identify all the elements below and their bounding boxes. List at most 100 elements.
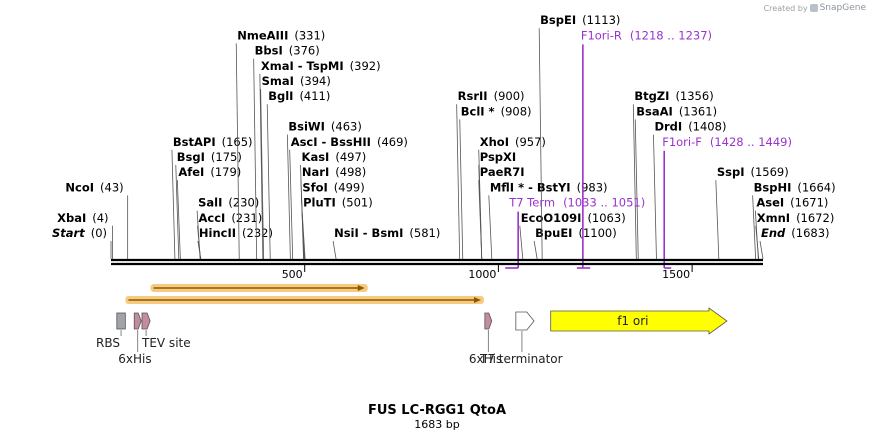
- site-btgzi[interactable]: BtgZI (1356): [632, 89, 714, 260]
- site-bpuei[interactable]: BpuEI (1100): [533, 226, 617, 260]
- site-label: PaeR7I: [480, 165, 525, 179]
- map-subtitle: 1683 bp: [414, 418, 459, 431]
- site-hincii[interactable]: HincII(232): [197, 226, 273, 260]
- primer-annotations: T7 Term(1033 .. 1051)F1ori-R(1218 .. 123…: [505, 28, 792, 269]
- site-paer7i[interactable]: PaeR7I: [478, 165, 525, 260]
- site-start[interactable]: Start(0): [52, 226, 112, 259]
- site-bsiwi[interactable]: BsiWI(463): [286, 120, 362, 260]
- site-drdi[interactable]: DrdI(1408): [653, 120, 726, 260]
- site-bsgi[interactable]: BsgI (175): [175, 150, 242, 260]
- site-asci-bsshii[interactable]: AscI - BssHII(469): [289, 135, 408, 260]
- orf-arrowhead: [473, 297, 481, 303]
- site-nari[interactable]: NarI(498): [300, 165, 366, 260]
- site-position: (232): [242, 226, 273, 240]
- site-sali[interactable]: SalI(230): [196, 196, 259, 260]
- site-position: (1356): [675, 89, 713, 103]
- site-label: PspXI: [480, 150, 516, 164]
- site-xbai[interactable]: XbaI(4): [57, 211, 113, 259]
- site-position: (1063): [587, 211, 625, 225]
- site-position: (501): [342, 196, 373, 210]
- site-name: NsiI - BsmI: [334, 226, 403, 240]
- site-name: SmaI: [262, 74, 294, 88]
- feature-label: RBS: [96, 336, 120, 350]
- site-position: (1672): [796, 211, 834, 225]
- feature-6xhis[interactable]: 6xHis: [469, 312, 502, 366]
- site-bsphi[interactable]: BspHI(1664): [752, 180, 836, 260]
- feature-f1-ori[interactable]: f1 ori: [550, 307, 728, 335]
- feature-label: f1 ori: [617, 314, 648, 328]
- site-name: AfeI: [178, 165, 204, 179]
- site-position: (498): [335, 165, 366, 179]
- site-position: (4): [92, 211, 108, 225]
- feature-t7-terminator[interactable]: T7 terminator: [479, 311, 563, 366]
- site-nmeaiii[interactable]: NmeAIII(331): [235, 28, 325, 260]
- site-sspi[interactable]: SspI(1569): [715, 165, 789, 260]
- site-label: NarI(498): [302, 165, 366, 179]
- site-end[interactable]: End(1683): [759, 226, 830, 260]
- site-name: BspEI: [540, 13, 576, 27]
- feature-rbs[interactable]: RBS: [96, 312, 126, 350]
- site-position: (43): [100, 180, 124, 194]
- site-mfli-bstyi[interactable]: MflI * - BstYI(983): [488, 180, 608, 260]
- site-position: (331): [294, 28, 325, 42]
- site-name: RsrII: [458, 89, 488, 103]
- primer-f1ori-r[interactable]: F1ori-R(1218 .. 1237): [576, 28, 712, 269]
- site-leader: [653, 134, 657, 260]
- orf-arrow[interactable]: [150, 284, 368, 292]
- site-name: BtgZI: [634, 89, 669, 103]
- site-position: (175): [211, 150, 242, 164]
- site-label: AccI(231): [198, 211, 262, 225]
- site-leader: [289, 149, 294, 260]
- site-pluti[interactable]: PluTI(501): [301, 196, 373, 260]
- site-leader: [752, 195, 757, 260]
- site-nsii-bsmi[interactable]: NsiI - BsmI(581): [332, 226, 440, 260]
- site-sfoi[interactable]: SfoI(499): [300, 180, 365, 260]
- site-rsrii[interactable]: RsrII(900): [456, 89, 525, 260]
- site-xmni[interactable]: XmnI(1672): [755, 211, 835, 260]
- site-name: DrdI: [654, 120, 682, 134]
- site-label: SmaI(394): [262, 74, 331, 88]
- primer-t7-term[interactable]: T7 Term(1033 .. 1051): [505, 196, 645, 269]
- primer-f1ori-f[interactable]: F1ori-F(1428 .. 1449): [662, 135, 792, 269]
- site-name: AseI: [756, 196, 784, 210]
- site-name: BpuEI: [535, 226, 572, 240]
- site-label: PluTI(501): [303, 196, 373, 210]
- site-leader: [533, 240, 538, 260]
- feature-tev-site[interactable]: TEV site: [141, 312, 191, 350]
- site-bcli[interactable]: BclI *(908): [459, 104, 532, 260]
- site-name: MflI * - BstYI: [490, 180, 571, 194]
- site-afei[interactable]: AfeI(179): [176, 165, 241, 260]
- credit-brand: SnapGene: [819, 3, 866, 13]
- site-label: XmaI - TspMI(392): [261, 59, 381, 73]
- feature-6xhis[interactable]: 6xHis: [118, 312, 152, 366]
- site-ecoo109i[interactable]: EcoO109I(1063): [519, 211, 626, 260]
- feature-label: TEV site: [141, 336, 191, 350]
- site-acci[interactable]: AccI(231): [197, 211, 262, 260]
- site-xmai-tspmi[interactable]: XmaI - TspMI(392): [259, 59, 381, 260]
- axis-tick-label: 1000: [468, 268, 496, 281]
- site-label: EcoO109I(1063): [521, 211, 626, 225]
- site-bbsi[interactable]: BbsI(376): [253, 44, 320, 260]
- site-name: XhoI: [480, 135, 509, 149]
- site-bspei[interactable]: BspEI(1113): [538, 13, 620, 260]
- site-label: End(1683): [761, 226, 830, 240]
- site-smai[interactable]: SmaI(394): [260, 74, 331, 260]
- site-name: Start: [52, 226, 85, 240]
- site-label: XbaI(4): [57, 211, 108, 225]
- site-name: AscI - BssHII: [291, 135, 371, 149]
- site-position: (1100): [578, 226, 616, 240]
- site-leader: [171, 149, 176, 260]
- site-bstapi[interactable]: BstAPI(165): [171, 135, 253, 260]
- orf-arrow[interactable]: [125, 296, 484, 304]
- site-bgli[interactable]: BglI(411): [266, 89, 330, 260]
- site-name: BsgI: [177, 150, 205, 164]
- site-leader: [478, 180, 483, 260]
- site-label: SspI(1569): [717, 165, 789, 179]
- site-bsaai[interactable]: BsaAI(1361): [634, 104, 717, 260]
- site-ncoi[interactable]: NcoI(43): [65, 180, 129, 259]
- site-label: AseI(1671): [756, 196, 828, 210]
- site-leader: [759, 240, 764, 260]
- site-leader: [632, 104, 637, 260]
- site-label: BsaAI(1361): [636, 104, 717, 118]
